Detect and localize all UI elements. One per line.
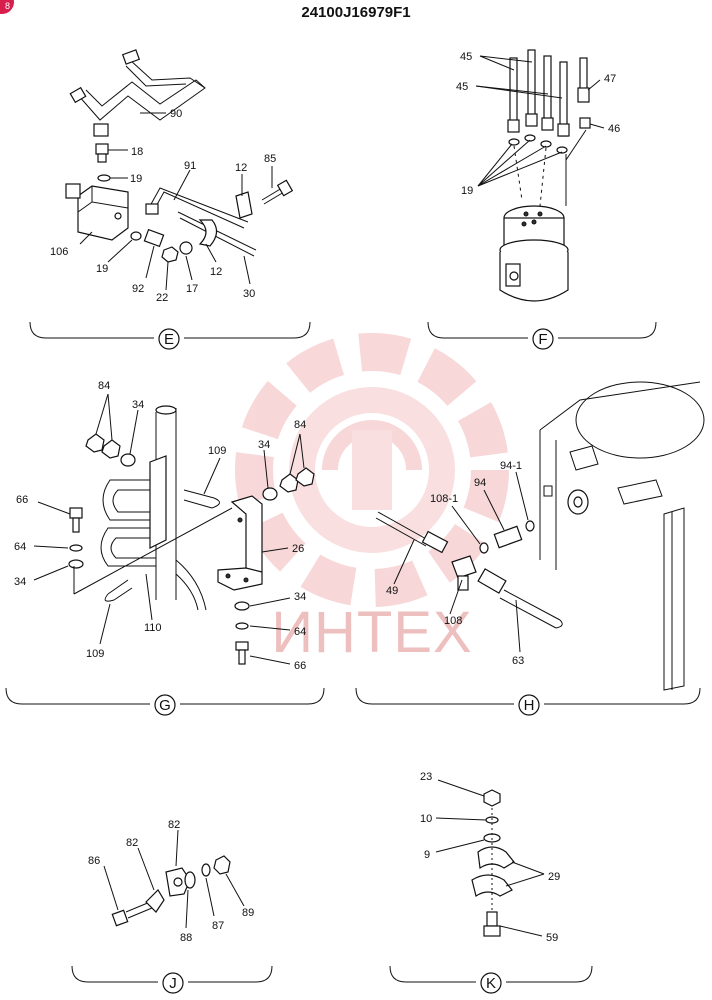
callout-34c: 34 [14, 576, 26, 588]
section-h-letter: H [524, 697, 535, 714]
section-f-drawing [475, 49, 605, 302]
section-h-labels: 94-1 94 108-1 49 108 63 [386, 460, 524, 667]
section-k-drawing [435, 779, 545, 937]
section-k-bracket: K [389, 965, 593, 994]
callout-34d: 34 [294, 591, 306, 603]
callout-108-1: 108-1 [430, 493, 458, 505]
section-f-bracket: F [427, 321, 657, 350]
callout-45b: 45 [456, 81, 468, 93]
section-h-bracket: H [355, 687, 701, 716]
page-badge-text: 8 [4, 1, 10, 11]
callout-82: 82 [168, 819, 180, 831]
section-h-drawing [375, 381, 705, 691]
section-k-letter: K [486, 975, 496, 992]
watermark-gear-logo [235, 333, 509, 607]
callout-88: 88 [180, 932, 192, 944]
section-e-drawing [65, 49, 294, 291]
section-j-letter: J [169, 975, 177, 992]
callout-66b: 66 [294, 660, 306, 672]
section-j-labels: 82 82 86 88 87 89 [88, 819, 254, 944]
callout-110: 110 [144, 622, 162, 634]
callout-106: 106 [50, 246, 68, 258]
callout-63: 63 [512, 655, 524, 667]
callout-84: 84 [98, 380, 110, 392]
section-j-bracket: J [71, 965, 273, 994]
section-f-letter: F [538, 331, 547, 348]
callout-64: 64 [14, 541, 26, 553]
section-k-labels: 23 10 9 29 59 [420, 771, 560, 944]
callout-87: 87 [212, 920, 224, 932]
callout-94: 94 [474, 477, 486, 489]
callout-89: 89 [242, 907, 254, 919]
callout-46: 46 [608, 123, 620, 135]
callout-45: 45 [460, 51, 472, 63]
callout-18: 18 [131, 146, 143, 158]
callout-10: 10 [420, 813, 432, 825]
callout-86: 86 [88, 855, 100, 867]
section-g-drawing [33, 393, 315, 665]
callout-59: 59 [546, 932, 558, 944]
section-g-bracket: G [5, 687, 325, 716]
callout-17: 17 [186, 283, 198, 295]
callout-29: 29 [548, 871, 560, 883]
callout-19b: 19 [96, 263, 108, 275]
callout-34: 34 [132, 399, 144, 411]
watermark-text: ИНТЕХ [271, 600, 472, 665]
callout-92: 92 [132, 283, 144, 295]
section-g-labels: 84 34 109 34 84 66 64 34 26 109 110 34 6… [14, 380, 306, 672]
callout-84b: 84 [294, 419, 306, 431]
diagram-title: 24100J16979F1 [301, 4, 411, 21]
section-g-letter: G [159, 697, 171, 714]
callout-85: 85 [264, 153, 276, 165]
callout-23: 23 [420, 771, 432, 783]
callout-34b: 34 [258, 439, 270, 451]
section-f-labels: 45 45 47 46 19 [456, 51, 620, 197]
callout-82b: 82 [126, 837, 138, 849]
section-e-letter: E [164, 331, 174, 348]
callout-22: 22 [156, 292, 168, 304]
callout-9: 9 [424, 849, 430, 861]
section-e-bracket: E [29, 321, 311, 350]
callout-108: 108 [444, 615, 462, 627]
callout-26: 26 [292, 543, 304, 555]
callout-12b: 12 [210, 266, 222, 278]
section-j-drawing [103, 829, 245, 929]
callout-109: 109 [208, 445, 226, 457]
callout-47: 47 [604, 73, 616, 85]
callout-90: 90 [170, 108, 182, 120]
callout-19f: 19 [461, 185, 473, 197]
callout-64b: 64 [294, 626, 306, 638]
callout-12: 12 [235, 162, 247, 174]
callout-66: 66 [16, 494, 28, 506]
callout-30: 30 [243, 288, 255, 300]
section-e-labels: 90 18 19 91 12 85 106 19 92 22 17 12 30 [50, 108, 276, 304]
callout-49: 49 [386, 585, 398, 597]
callout-109b: 109 [86, 648, 104, 660]
callout-19: 19 [130, 173, 142, 185]
callout-94-1: 94-1 [500, 460, 522, 472]
callout-91: 91 [184, 160, 196, 172]
